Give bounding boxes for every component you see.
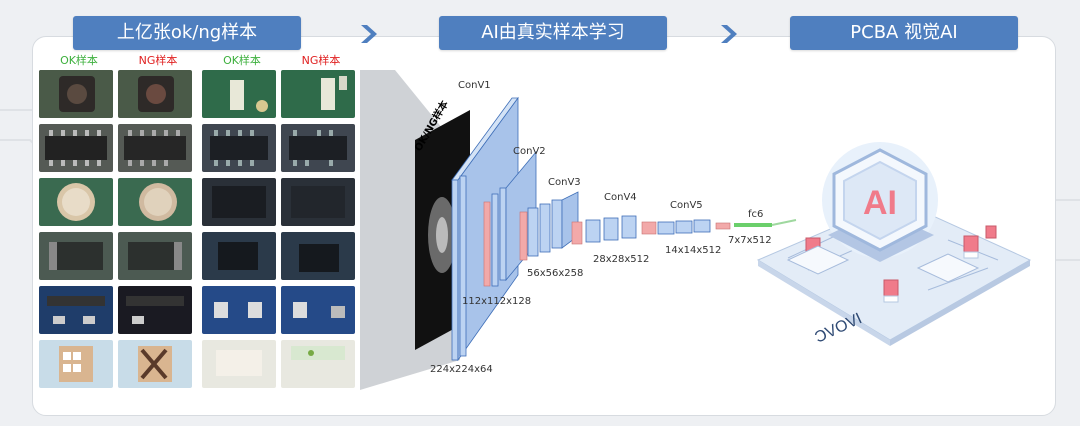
layer-conv5 <box>657 219 711 235</box>
sample-image-capacitor-ng <box>118 178 192 226</box>
board-text: IVOVC <box>812 310 864 346</box>
sample-image-chip-ng <box>281 178 355 226</box>
sample-image-ic-ok <box>202 124 276 172</box>
ai-text: AI <box>863 184 897 222</box>
layer-dims-conv2: 112x112x128 <box>462 296 532 307</box>
sample-image-resistor-ng <box>118 286 192 334</box>
layer-name-conv1: ConV1 <box>458 80 491 91</box>
sample-image-smd-ng <box>281 286 355 334</box>
sample-image-inductor-ok <box>39 70 113 118</box>
chevron-right-icon <box>721 25 737 43</box>
pool-layer-5 <box>715 222 731 230</box>
header-samples: 上亿张ok/ng样本 <box>73 16 301 50</box>
sample-image-ic-ng <box>281 124 355 172</box>
layer-name-fc6: fc6 <box>748 209 764 220</box>
sample-image-diode-ng <box>118 232 192 280</box>
ai-chip-illustration: AI IVOVC <box>756 142 1032 347</box>
header-learning: AI由真实样本学习 <box>439 16 667 50</box>
column-label-ng: NG样本 <box>138 54 178 67</box>
chip-pillar <box>883 279 899 303</box>
layer-conv1b <box>459 175 467 357</box>
sample-image-resistor-ok <box>39 286 113 334</box>
chip-pillar <box>985 225 997 239</box>
sample-image-connector-ok <box>39 340 113 388</box>
layer-conv4 <box>585 215 637 243</box>
side-module <box>916 253 980 283</box>
pool-layer-4 <box>641 221 657 235</box>
sample-image-ic-ok <box>39 124 113 172</box>
layer-dims-fc6: 7x7x512 <box>728 235 772 246</box>
pool-layer-1 <box>483 201 491 287</box>
column-label-ng: NG样本 <box>301 54 341 67</box>
layer-dims-conv3: 56x56x258 <box>527 268 584 279</box>
sample-image-board-ok <box>202 232 276 280</box>
chevron-right-icon <box>361 25 377 43</box>
sample-image-chip-ok <box>202 178 276 226</box>
sample-image-module-ng <box>281 340 355 388</box>
sample-image-module-ok <box>202 340 276 388</box>
sample-image-pcb-ng <box>281 70 355 118</box>
sample-image-ic-ng <box>118 124 192 172</box>
cnn-architecture-diagram: OK/NG样本 <box>360 70 797 390</box>
fc-connector <box>771 219 797 226</box>
layer-dims-conv1: 224x224x64 <box>430 364 493 375</box>
layer-name-conv5: ConV5 <box>670 200 703 211</box>
pool-layer-2 <box>519 211 528 261</box>
pool-layer-3 <box>571 221 583 245</box>
sample-image-inductor-ng <box>118 70 192 118</box>
sample-image-diode-ok <box>39 232 113 280</box>
column-label-ok: OK样本 <box>60 54 98 67</box>
column-label-ok: OK样本 <box>223 54 261 67</box>
layer-name-conv4: ConV4 <box>604 192 637 203</box>
layer-dims-conv5: 14x14x512 <box>665 245 722 256</box>
sample-image-capacitor-ok <box>39 178 113 226</box>
layer-name-conv2: ConV2 <box>513 146 546 157</box>
sample-image-board-ng <box>281 232 355 280</box>
side-module <box>786 245 850 275</box>
sample-image-smd-ok <box>202 286 276 334</box>
sample-image-connector-ng <box>118 340 192 388</box>
layer-fc6 <box>734 223 772 227</box>
sample-image-pcb-ok <box>202 70 276 118</box>
chip-pillar <box>963 235 979 259</box>
layer-dims-conv4: 28x28x512 <box>593 254 650 265</box>
layer-name-conv3: ConV3 <box>548 177 581 188</box>
header-vision: PCBA 视觉AI <box>790 16 1018 50</box>
